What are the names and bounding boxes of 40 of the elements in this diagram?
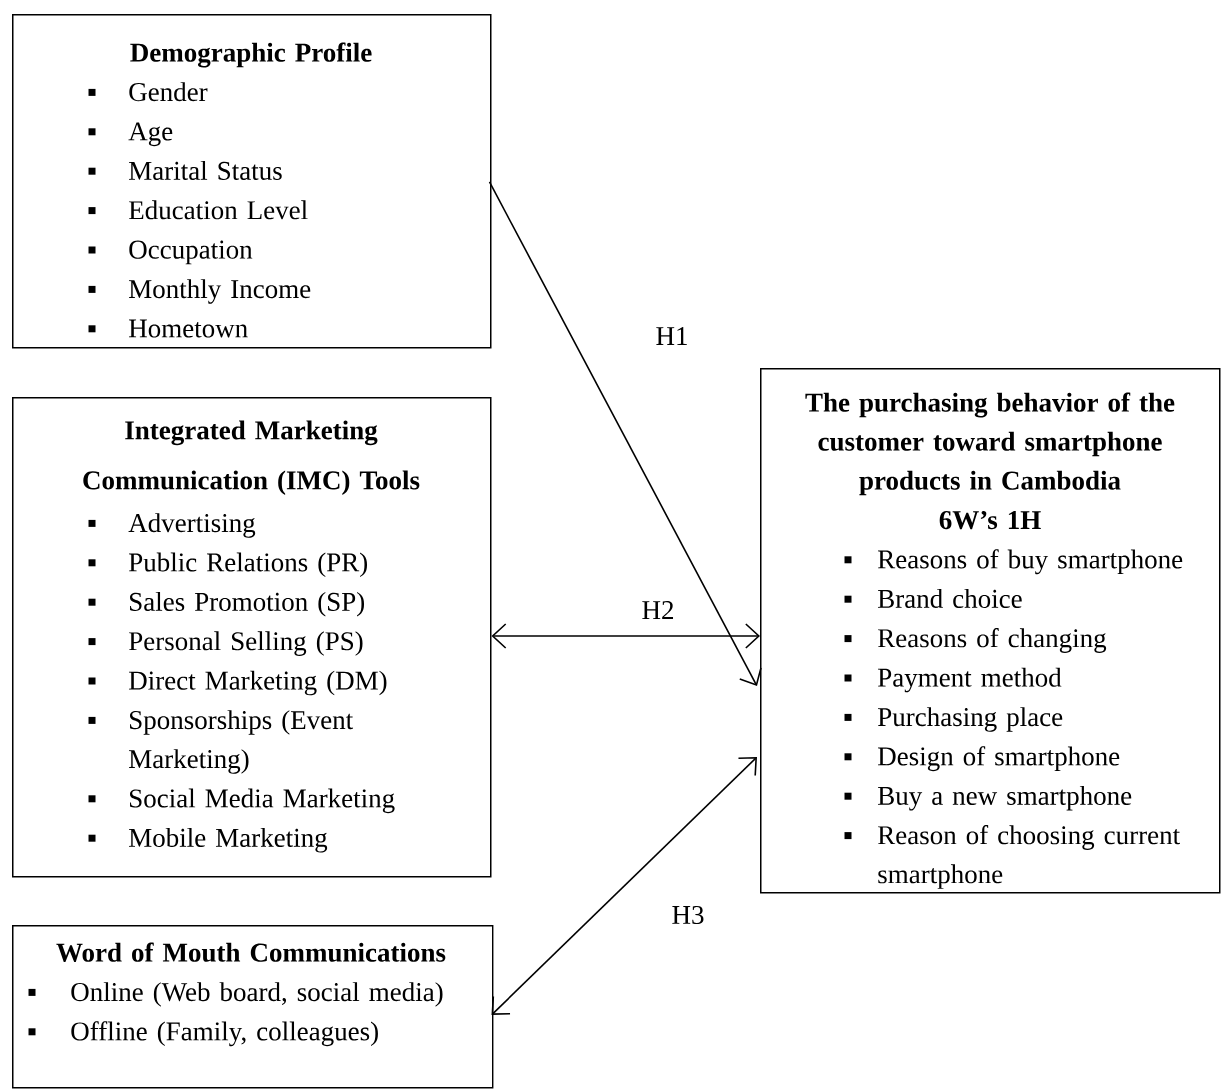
- bullet-item: Purchasing place: [844, 707, 1063, 732]
- text-box: [12, 14, 492, 349]
- bullet-item: Sponsorships (Event Marketing): [88, 710, 354, 774]
- arrow: [491, 757, 757, 1015]
- bullet-item: Design of smartphone: [844, 746, 1120, 772]
- bullet-item: Reasons of changing: [844, 628, 1107, 653]
- bullet-item: Hometown: [88, 319, 248, 338]
- bullet-item: Gender: [88, 82, 208, 102]
- edge-label: H2: [639, 599, 677, 621]
- node-heading: 6W’s 1H: [939, 510, 1041, 530]
- bullet-item: Payment method: [844, 667, 1062, 693]
- bullet-item: Brand choice: [844, 588, 1022, 608]
- bullet-item: Social Media Marketing: [88, 788, 395, 814]
- bullet-item: Mobile Marketing: [88, 827, 328, 853]
- text-box: [12, 397, 492, 878]
- bullet-item: Direct Marketing (DM): [88, 670, 387, 696]
- bullet-item: Occupation: [88, 240, 253, 265]
- bullet-item: Online (Web board, social media): [28, 982, 443, 1007]
- bullet-item: Monthly Income: [88, 279, 311, 304]
- text-box: [12, 925, 494, 1089]
- bullet-item: Personal Selling (PS): [88, 631, 363, 656]
- bullet-item: Sales Promotion (SP): [88, 591, 365, 617]
- bullet-item: Age: [88, 122, 173, 147]
- bullet-item: Offline (Family, colleagues): [28, 1021, 378, 1047]
- node-heading: Word of Mouth Communications: [56, 942, 446, 962]
- node-heading: The purchasing behavior of the customer toward smartphone products in Cambodia: [805, 392, 1175, 496]
- arrow: [488, 181, 762, 686]
- bullet-item: Education Level: [88, 200, 308, 220]
- bullet-item: Reasons of buy smartphone: [844, 549, 1183, 575]
- bullet-item: Advertising: [88, 513, 256, 538]
- bullet-item: Reason of choosing current smartphone: [844, 825, 1180, 889]
- bullet-item: Buy a new smartphone: [844, 785, 1132, 811]
- edge-label: H3: [669, 903, 707, 927]
- node-heading: Demographic Profile: [130, 42, 372, 68]
- bullet-item: Marital Status: [88, 160, 282, 180]
- edge-label: H1: [653, 325, 691, 347]
- bullet-item: Public Relations (PR): [88, 552, 368, 578]
- node-heading: Integrated Marketing Communication (IMC) Tools: [83, 420, 420, 495]
- text-box: [760, 368, 1221, 894]
- arrow: [491, 623, 760, 649]
